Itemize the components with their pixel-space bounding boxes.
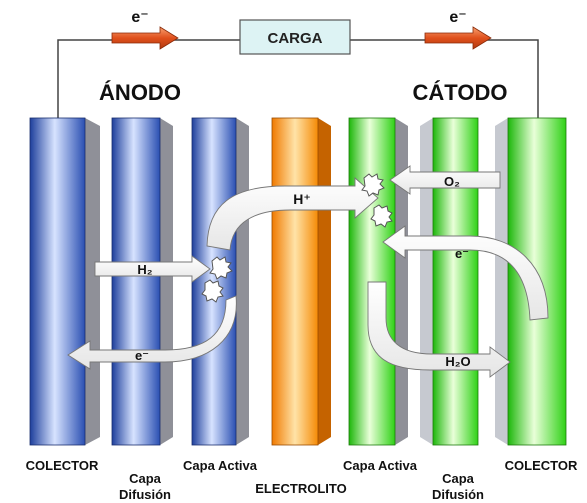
label-diffusion-right-1: Capa: [442, 471, 475, 486]
anode-reaction-sparks: [201, 256, 233, 303]
electron-arrow-right: e⁻: [424, 9, 492, 50]
electron-anode-label: e⁻: [135, 348, 149, 363]
load-box: CARGA: [239, 19, 351, 55]
label-diffusion-left-2: Difusión: [119, 487, 171, 502]
cathode-active-plate: [348, 117, 408, 446]
bottom-labels: COLECTOR Capa Difusión Capa Activa ELECT…: [26, 458, 578, 502]
anode-active-plate: [191, 117, 249, 446]
label-diffusion-right-2: Difusión: [432, 487, 484, 502]
h2o-label: H₂O: [445, 354, 470, 369]
electron-cathode-label: e⁻: [455, 246, 469, 261]
external-circuit: [57, 39, 539, 128]
anode-heading: ÁNODO: [99, 80, 181, 105]
h2-label: H₂: [137, 262, 152, 277]
o2-flow-arrow: O₂: [389, 165, 501, 195]
cathode-diffusion-plate: [420, 117, 479, 446]
label-collector-right: COLECTOR: [505, 458, 578, 473]
label-active-left: Capa Activa: [183, 458, 258, 473]
cathode-reaction-sparks: [361, 173, 393, 228]
electron-cathode-flow-arrow: e⁻: [382, 225, 549, 321]
cathode-heading: CÁTODO: [413, 80, 508, 105]
anode-collector-plate: [29, 117, 100, 446]
label-active-right: Capa Activa: [343, 458, 418, 473]
label-electrolyte: ELECTROLITO: [255, 481, 346, 496]
proton-label: H⁺: [293, 191, 311, 207]
h2o-flow-arrow: H₂O: [367, 281, 511, 378]
h2-flow-arrow: H₂: [94, 255, 211, 283]
label-collector-left: COLECTOR: [26, 458, 99, 473]
o2-label: O₂: [444, 174, 460, 189]
electron-label-left: e⁻: [131, 9, 148, 26]
electron-anode-flow-arrow: e⁻: [67, 295, 237, 370]
electron-arrow-left: e⁻: [111, 9, 179, 50]
load-label: CARGA: [268, 30, 323, 47]
anode-diffusion-plate: [111, 117, 173, 446]
electron-label-right: e⁻: [449, 9, 466, 26]
label-diffusion-left-1: Capa: [129, 471, 162, 486]
electrolyte-plate: [271, 117, 331, 446]
